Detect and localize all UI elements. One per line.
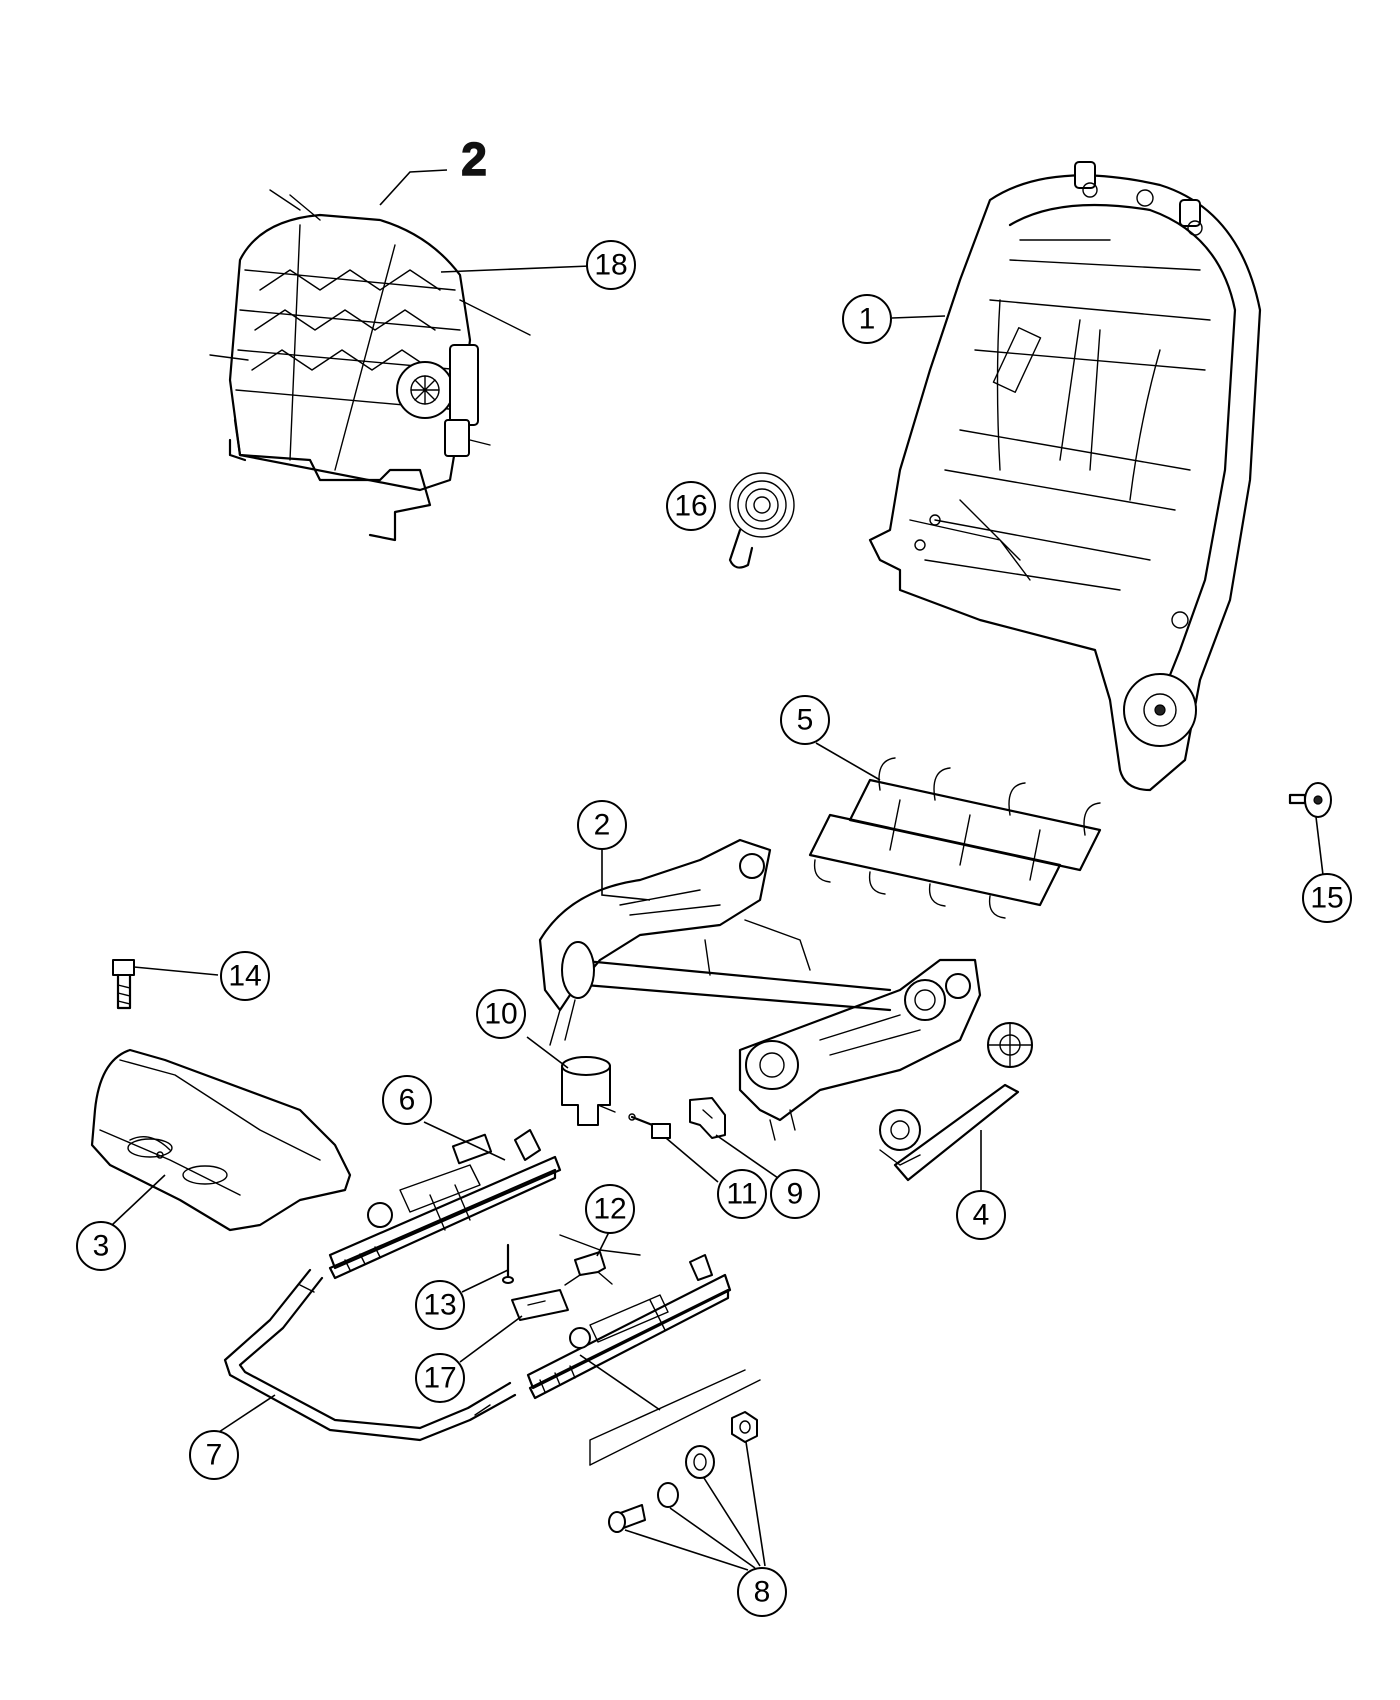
callout-18-leader [440, 265, 591, 273]
callout-6-ring [382, 1075, 432, 1125]
callout-2-leader [601, 848, 651, 901]
rivet-13 [502, 1243, 514, 1284]
recliner-spring [728, 472, 795, 569]
callout-10-leader [526, 1036, 569, 1069]
callout-11: 11 [726, 1178, 757, 1211]
callout-12: 12 [593, 1193, 626, 1226]
seat-track-left [328, 1129, 562, 1280]
bolt-14 [112, 959, 135, 1010]
callout-11-ring [717, 1169, 767, 1219]
callout-10: 10 [484, 998, 517, 1031]
callout-16: 16 [674, 490, 707, 523]
callout-14-leader [133, 966, 219, 976]
callout-5-ring [780, 695, 830, 745]
group-label-leader [379, 169, 448, 206]
callout-9: 9 [787, 1178, 804, 1211]
seat-cushion-wire-mat [808, 757, 1102, 919]
callout-3: 3 [93, 1230, 110, 1263]
callout-9-ring [770, 1169, 820, 1219]
recliner-link [879, 1022, 1033, 1182]
callout-3-ring [76, 1221, 126, 1271]
tube-7 [223, 1268, 517, 1442]
bracket-12 [564, 1251, 613, 1286]
seat-back-frame [868, 161, 1262, 792]
callout-13-leader [461, 1269, 509, 1293]
callout-1: 1 [859, 303, 876, 336]
callout-5-leader [815, 742, 881, 781]
fastener-kit-8 [579, 1354, 761, 1533]
callout-17: 17 [423, 1362, 456, 1395]
callout-7-ring [189, 1430, 239, 1480]
callout-4-ring [956, 1190, 1006, 1240]
callout-8: 8 [754, 1576, 771, 1609]
bushing-bracket [561, 1056, 616, 1126]
callout-14: 14 [228, 960, 261, 993]
seat-track-right [526, 1234, 732, 1400]
callout-2-ring [577, 800, 627, 850]
callout-15: 15 [1310, 882, 1343, 915]
callout-12-ring [585, 1184, 635, 1234]
callout-1-ring [842, 294, 892, 344]
side-shield [90, 1048, 352, 1232]
callout-5: 5 [797, 704, 814, 737]
callout-6-leader [423, 1121, 506, 1161]
callout-8-leaders [624, 1441, 766, 1571]
callout-1-leader [891, 315, 946, 319]
callout-13-ring [415, 1280, 465, 1330]
callout-8-ring [737, 1567, 787, 1617]
lumbar-support-assembly [209, 189, 531, 542]
plate-17 [511, 1289, 569, 1321]
callout-7: 7 [206, 1439, 223, 1472]
callout-17-leader [459, 1315, 523, 1363]
callout-14-ring [220, 951, 270, 1001]
callout-3-leader [111, 1174, 166, 1226]
callout-9-leader [715, 1134, 779, 1179]
callout-7-leader [218, 1394, 276, 1433]
clip-9 [689, 1097, 726, 1139]
callout-2: 2 [594, 809, 611, 842]
callout-17-ring [415, 1353, 465, 1403]
callout-15-ring [1302, 873, 1352, 923]
callout-12-leader [596, 1231, 610, 1257]
seat-cushion-frame [538, 838, 982, 1141]
group-label: 2 [461, 133, 487, 185]
callout-11-leader [665, 1137, 719, 1183]
callout-18-ring [586, 240, 636, 290]
callout-18: 18 [594, 249, 627, 282]
callout-15-leader [1315, 816, 1324, 876]
callout-6: 6 [399, 1084, 416, 1117]
shoulder-bolt-15 [1288, 782, 1332, 818]
callout-4: 4 [973, 1199, 990, 1232]
callout-10-ring [476, 989, 526, 1039]
bolt-11 [628, 1113, 671, 1139]
callout-16-ring [666, 481, 716, 531]
callout-13: 13 [423, 1289, 456, 1322]
